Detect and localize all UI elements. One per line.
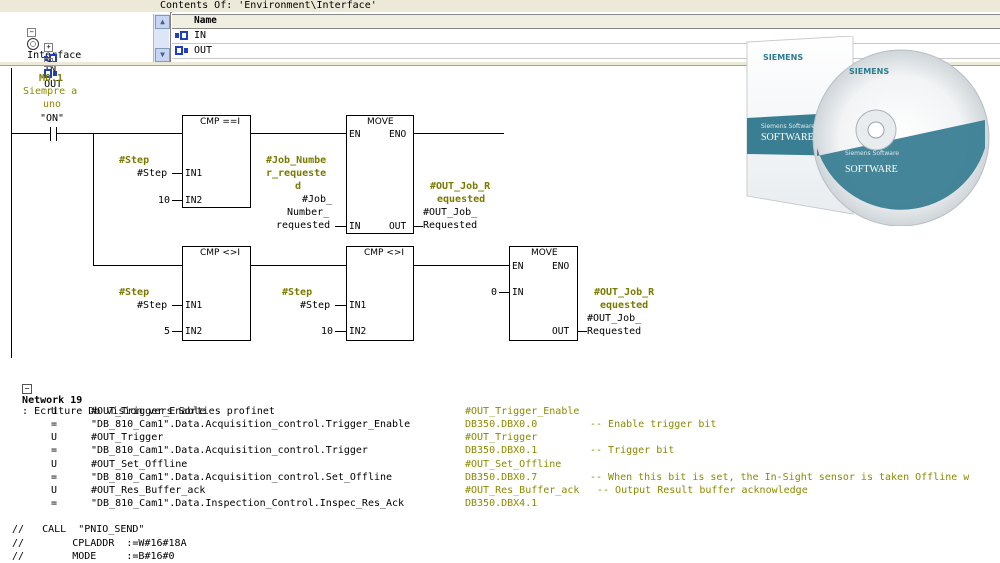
move1-in-symbol: r_requeste	[266, 168, 326, 179]
cmp2-in1-symbol: #Step	[119, 287, 149, 298]
pin-in: IN	[512, 287, 523, 298]
box-brand: SIEMENS	[763, 53, 803, 62]
stl-operand: "DB_810_Cam1".Data.Acquisition_control.S…	[91, 472, 392, 483]
stl-operand: #OUT_Set_Offline	[91, 459, 187, 470]
stl-comment: -- Trigger bit	[590, 445, 674, 456]
pin-out: OUT	[389, 221, 406, 232]
pin-in: IN	[349, 221, 360, 232]
stl-operand: "DB_810_Cam1".Data.Inspection_Control.In…	[91, 498, 404, 509]
stl-comment-line[interactable]: // CALL "PNIO_SEND"	[12, 524, 144, 535]
move1-in-symbol: #Job_Numbe	[266, 155, 326, 166]
move1-out-symbol: equested	[437, 194, 485, 205]
cmp1-in1-symbol: #Step	[119, 155, 149, 166]
stl-comment: -- When this bit is set, the In-Sight se…	[590, 472, 969, 483]
block-title: MOVE	[367, 117, 394, 127]
disc-software: SOFTWARE	[845, 164, 898, 175]
software-box-graphic	[745, 36, 1000, 226]
cmp1-in2-value[interactable]: 10	[158, 195, 170, 206]
software-product-image: SIEMENS Siemens Software SOFTWARE SIEMEN…	[745, 36, 1000, 226]
stl-op: =	[51, 498, 57, 509]
stl-operand: #OUT_Trigger	[91, 432, 163, 443]
stl-symbol: DB350.DBX0.0	[465, 419, 537, 430]
stl-operand: #OUT_Res_Buffer_ack	[91, 485, 205, 496]
pin-in1: IN1	[185, 168, 202, 179]
stl-op: =	[51, 445, 57, 456]
stl-op: U	[51, 432, 57, 443]
disc-small-text: Siemens Software	[845, 150, 899, 157]
move2-out-value[interactable]: Requested	[587, 326, 641, 337]
box-software: SOFTWARE	[761, 132, 814, 143]
move2-in-value[interactable]: 0	[491, 287, 497, 298]
cmp3-in1-value[interactable]: #Step	[300, 300, 330, 311]
cmp2-in2-value[interactable]: 5	[164, 326, 170, 337]
cmp-ne-block[interactable]: CMP <>I IN1 IN2	[182, 246, 251, 341]
pin-in1: IN1	[349, 300, 366, 311]
pin-in2: IN2	[349, 326, 366, 337]
stl-comment: -- Enable trigger bit	[590, 419, 716, 430]
cmp3-in1-symbol: #Step	[282, 287, 312, 298]
cmp2-in1-value[interactable]: #Step	[137, 300, 167, 311]
stl-comment-line[interactable]: // MODE :=B#16#0	[12, 551, 175, 563]
stl-symbol: DB350.DBX0.7	[465, 472, 537, 483]
block-title: MOVE	[531, 248, 558, 258]
collapse-icon[interactable]: −	[22, 384, 32, 394]
block-title: CMP <>I	[200, 248, 240, 258]
move2-out-symbol: #OUT_Job_R	[594, 287, 654, 298]
pin-in2: IN2	[185, 326, 202, 337]
move1-out-value[interactable]: Requested	[423, 220, 477, 231]
move1-in-value[interactable]: #Job_	[302, 194, 332, 205]
stl-op: =	[51, 419, 57, 430]
stl-symbol: DB350.DBX4.1	[465, 498, 537, 509]
stl-symbol: DB350.DBX0.1	[465, 445, 537, 456]
stl-comment-line[interactable]: // CPLADDR :=W#16#18A	[12, 538, 187, 549]
cmp-eq-block[interactable]: CMP ==I IN1 IN2	[182, 115, 251, 208]
pin-eno: ENO	[552, 261, 569, 272]
network-number: Network 19	[22, 395, 82, 406]
cmp-ne-block[interactable]: CMP <>I IN1 IN2	[346, 246, 414, 341]
stl-operand: "DB_810_Cam1".Data.Acquisition_control.T…	[91, 445, 368, 456]
stl-op: =	[51, 472, 57, 483]
move1-in-symbol: d	[295, 181, 301, 192]
stl-op: U	[51, 406, 57, 417]
pin-eno: ENO	[389, 129, 406, 140]
stl-symbol: #OUT_Trigger	[465, 432, 537, 443]
contact-comment: uno	[43, 99, 61, 110]
pin-in1: IN1	[185, 300, 202, 311]
stl-symbol: #OUT_Trigger_Enable	[465, 406, 579, 417]
stl-symbol: #OUT_Set_Offline	[465, 459, 561, 470]
move-block[interactable]: MOVE EN ENO IN OUT	[509, 246, 578, 341]
move1-in-value[interactable]: requested	[276, 220, 330, 231]
cmp3-in2-value[interactable]: 10	[321, 326, 333, 337]
move-block[interactable]: MOVE EN ENO IN OUT	[346, 115, 414, 234]
contact-address: M0.1	[39, 73, 63, 84]
cmp1-in1-value[interactable]: #Step	[137, 168, 167, 179]
pin-out: OUT	[552, 326, 569, 337]
stl-comment: -- Output Result buffer acknowledge	[597, 485, 808, 496]
box-small-text: Siemens Software	[761, 123, 815, 130]
move1-out-symbol: #OUT_Job_R	[430, 181, 490, 192]
move1-in-value[interactable]: Number_	[287, 207, 329, 218]
stl-operand: "DB_810_Cam1".Data.Acquisition_control.T…	[91, 419, 410, 430]
stl-operand: #OUT_Trigger_Enable	[91, 406, 205, 417]
block-title: CMP ==I	[200, 117, 240, 127]
disc-brand: SIEMENS	[849, 67, 889, 76]
move2-out-symbol: equested	[600, 300, 648, 311]
pin-en: EN	[512, 261, 523, 272]
stl-symbol: #OUT_Res_Buffer_ack	[465, 485, 579, 496]
pin-en: EN	[349, 129, 360, 140]
stl-op: U	[51, 485, 57, 496]
pin-in2: IN2	[185, 195, 202, 206]
contact-comment: Siempre a	[23, 86, 77, 97]
block-title: CMP <>I	[364, 248, 404, 258]
move1-out-value[interactable]: #OUT_Job_	[423, 207, 477, 218]
stl-op: U	[51, 459, 57, 470]
contact-label: "ON"	[40, 113, 64, 124]
move2-out-value[interactable]: #OUT_Job_	[587, 313, 641, 324]
